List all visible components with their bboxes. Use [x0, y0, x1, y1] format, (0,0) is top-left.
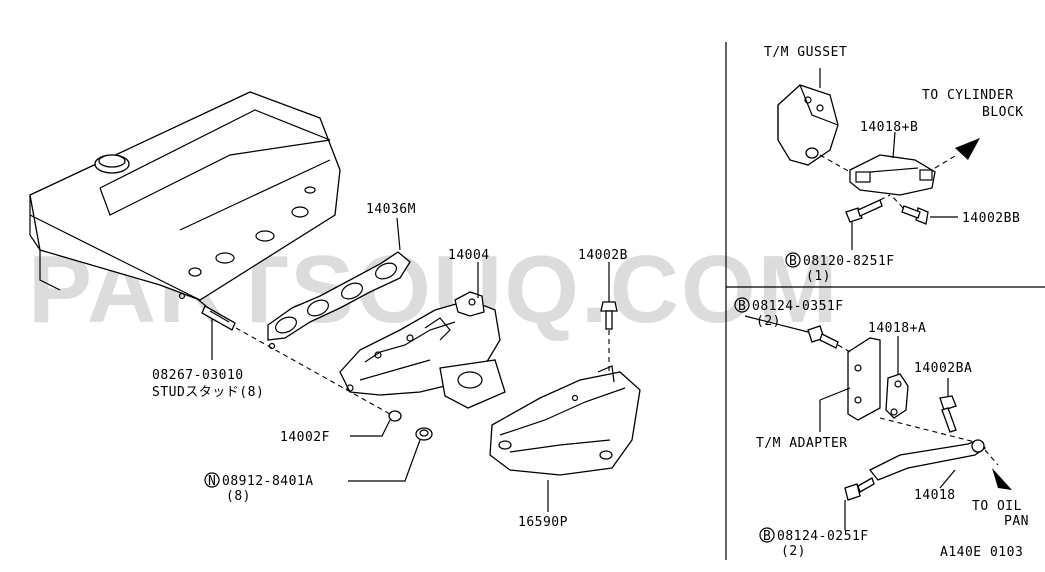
- label-to-cylinder: TO CYLINDER: [922, 88, 1014, 103]
- tm-adapter-drawing: [819, 337, 881, 432]
- circle-b-text: B: [738, 299, 746, 314]
- diagram-code: A140E 0103: [940, 545, 1023, 560]
- bolts-upper-right-drawing: [845, 194, 958, 250]
- exhaust-manifold-drawing: [339, 291, 506, 409]
- label-14002bb: 14002BB: [962, 211, 1020, 226]
- label-14018a: 14018+A: [868, 321, 926, 336]
- label-08120-8251f: 08120-8251F: [803, 254, 895, 269]
- label-08124-0351f: 08124-0351F: [752, 299, 844, 314]
- label-08124-0251f: 08124-0251F: [777, 529, 869, 544]
- label-14004: 14004: [448, 248, 490, 263]
- label-14018: 14018: [914, 488, 956, 503]
- heat-shield-drawing: [489, 365, 641, 476]
- bracket-14018a-drawing: [885, 336, 909, 419]
- circle-b-text: B: [763, 529, 771, 544]
- circle-b-icon: [785, 252, 801, 268]
- leader-lines: [211, 217, 610, 512]
- label-tm-adapter: T/M ADAPTER: [756, 436, 848, 451]
- label-to-oil: TO OIL: [972, 499, 1022, 514]
- bolt-08124-0351f-drawing: [744, 315, 851, 353]
- label-14002f: 14002F: [280, 430, 330, 445]
- stud-alignment-line: [235, 327, 391, 415]
- label-block: BLOCK: [982, 105, 1024, 120]
- bolt-08124-0251f-drawing: [844, 477, 875, 530]
- bolt-14002ba-drawing: [939, 378, 957, 433]
- label-08912-qty: (8): [226, 489, 251, 504]
- label-08124-0351f-qty: (2): [756, 314, 781, 329]
- nut-drawing: [388, 410, 433, 441]
- label-08267-03010: 08267-03010: [152, 368, 244, 383]
- label-08124-0251f-qty: (2): [781, 544, 806, 559]
- label-08120-qty: (1): [806, 269, 831, 284]
- label-16590p: 16590P: [518, 515, 568, 530]
- bracket-14018b-drawing: [819, 131, 936, 196]
- label-08912-8401a: 08912-8401A: [222, 474, 314, 489]
- label-14036m: 14036M: [366, 202, 416, 217]
- circle-b-icon: [734, 297, 750, 313]
- label-pan: PAN: [1004, 514, 1029, 529]
- label-14002ba: 14002BA: [914, 361, 972, 376]
- tm-gusset-drawing: [777, 68, 839, 166]
- bolt-14002b-drawing: [600, 301, 618, 372]
- gasket-drawing: [267, 251, 411, 350]
- label-tm-gusset: T/M GUSSET: [764, 45, 847, 60]
- arrow-to-cylinder-block: [934, 138, 980, 169]
- circle-b-icon: [759, 527, 775, 543]
- circle-b-text: B: [789, 254, 797, 269]
- circle-n-icon: [204, 472, 220, 488]
- cylinder-head-drawing: [29, 91, 341, 301]
- rod-14018-drawing: [868, 417, 1012, 490]
- label-stud: STUDスタッド(8): [152, 385, 264, 400]
- circle-n-text: N: [208, 474, 216, 489]
- stud-drawing: [195, 297, 236, 331]
- label-14018b: 14018+B: [860, 120, 918, 135]
- label-14002b: 14002B: [578, 248, 628, 263]
